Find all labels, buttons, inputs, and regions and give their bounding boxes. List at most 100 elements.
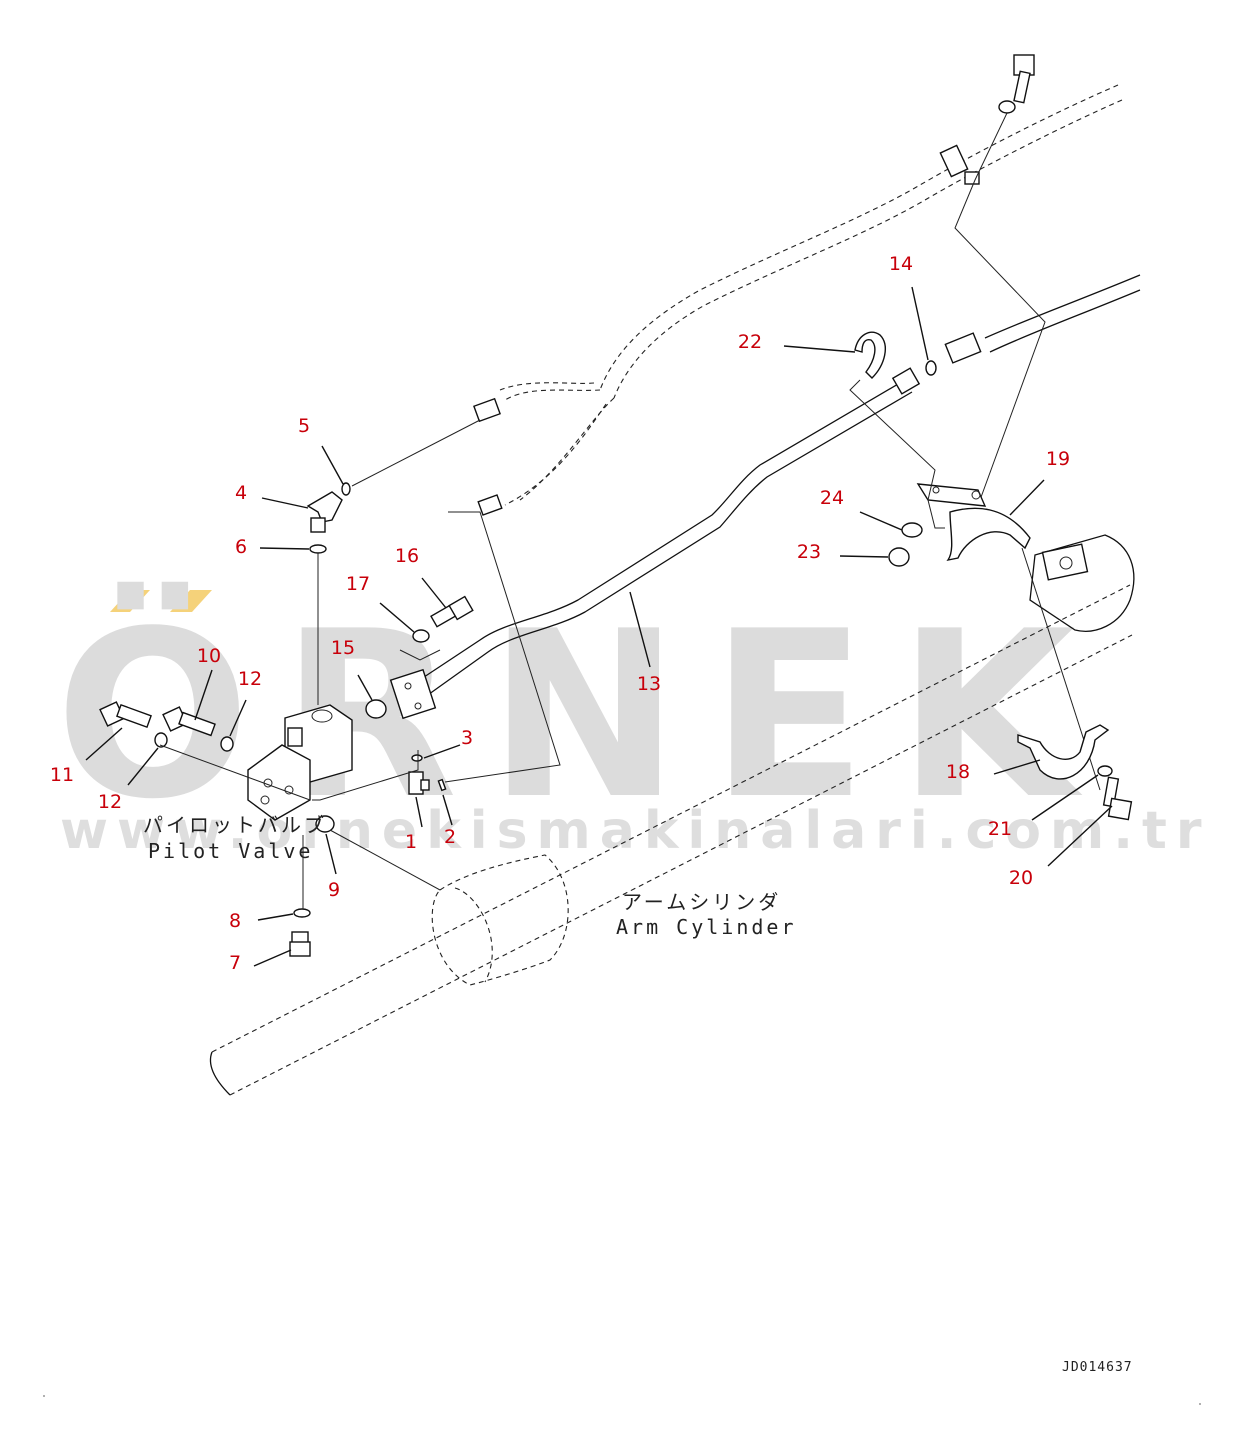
hose-branch-b [519,397,615,501]
cylinder-body-top [211,584,1131,1053]
elbow-4 [306,491,343,533]
cylinder-port-flange [1041,543,1089,581]
bolt-20 [1102,776,1133,821]
plug-7-head [289,941,311,957]
callout-14: 14 [889,253,913,275]
pipe-outline-top [414,379,906,684]
callout-6: 6 [235,536,247,558]
elbow-22 [854,331,886,379]
callout-21: 21 [988,818,1012,840]
pipe-outline-bottom [424,391,913,698]
guide-line-12 [159,744,311,801]
leader-24 [859,511,903,531]
plug-7 [289,931,311,957]
leader-23 [839,555,889,558]
bolt-16 [430,595,474,628]
watermark-url: www.ornekismakinalari.com.tr [60,801,1210,861]
guide-line-5 [351,419,481,487]
leader-6 [259,547,310,550]
guide-line-9 [329,829,441,891]
bolt-guide-line [399,649,441,661]
callout-19: 19 [1046,448,1070,470]
arm-cylinder [209,534,1135,1096]
clip-top [964,171,980,185]
washer-24 [901,522,923,538]
callout-24: 24 [820,487,844,509]
callout-15: 15 [331,637,355,659]
leader-18 [993,759,1041,775]
callout-17: 17 [346,573,370,595]
leader-17 [379,602,415,633]
bolt-11-shank [116,703,152,729]
leader-11 [85,727,123,761]
o-ring-5 [341,482,351,496]
leader-4 [261,497,309,509]
bolt-16-head [448,595,474,621]
fitting-1-side [420,779,430,791]
nut-23 [888,547,910,567]
callout-2: 2 [444,826,456,848]
leader-9 [325,833,337,875]
pipe-flange [389,668,437,720]
spiral-hose-top [599,84,1119,391]
callout-8: 8 [229,910,241,932]
guide-line-22 [849,379,936,501]
callout-23: 23 [797,541,821,563]
pipe-13 [389,367,921,720]
washer-17 [412,629,430,643]
cylinder-collar-inner [454,887,493,983]
valve-fitting [287,727,303,747]
bolt-10-shank [178,711,216,737]
cylinder-port [1059,556,1073,570]
callout-11: 11 [50,764,74,786]
callout-20: 20 [1009,867,1033,889]
flange-bolt-hole-1 [404,682,412,690]
callout-12-left: 12 [98,791,122,813]
callout-3: 3 [461,727,473,749]
spiral-hose-bottom [613,99,1123,399]
fitting-1 [408,771,430,795]
arm-cylinder-label-jp: アームシリンダ [622,890,781,914]
callout-12-right: 12 [238,668,262,690]
strap-18 [1017,724,1110,780]
elbow-4-body [306,491,343,523]
o-ring-6 [309,544,327,554]
arm-cylinder-label-en: Arm Cylinder [616,915,797,939]
leader-7 [253,949,292,967]
leader-12a [127,747,159,786]
hose-fitting-lower [477,494,503,516]
watermark-accent-right [170,590,212,612]
leader-5 [321,445,344,485]
leader-10 [194,669,213,721]
washer-12-right [220,736,234,752]
washer-21 [1097,765,1113,777]
leader-20 [1047,805,1113,867]
document-id: JD014637 [1062,1360,1133,1375]
o-ring-9 [315,815,335,833]
washer-12-left [154,732,168,748]
o-ring-15 [365,699,387,719]
pilot-valve-label-jp: パイロットバルブ [143,813,327,837]
leader-14 [911,286,929,361]
leader-15 [357,674,373,701]
callout-7: 7 [229,952,241,974]
corner-mark-left [43,1395,45,1397]
guide-line-2 [444,511,561,783]
leader-13 [629,591,651,668]
watermark-accent-left [110,590,150,612]
pilot-valve-label-en: Pilot Valve [148,839,313,863]
leader-12b [229,699,247,737]
leader-22 [783,345,856,353]
cylinder-end-cap [209,1051,231,1096]
leader-19 [1009,479,1045,516]
right-hose-fitting [944,332,982,364]
valve-bolt-hole-3 [284,785,294,795]
leader-3 [423,744,461,759]
bracket-hole-1 [932,486,940,494]
right-hose-bottom [989,289,1141,353]
bracket-saddle [946,507,1031,562]
hose-branch-d [499,382,595,391]
valve-bolt-hole-2 [260,795,270,805]
bracket-leg [927,499,945,529]
